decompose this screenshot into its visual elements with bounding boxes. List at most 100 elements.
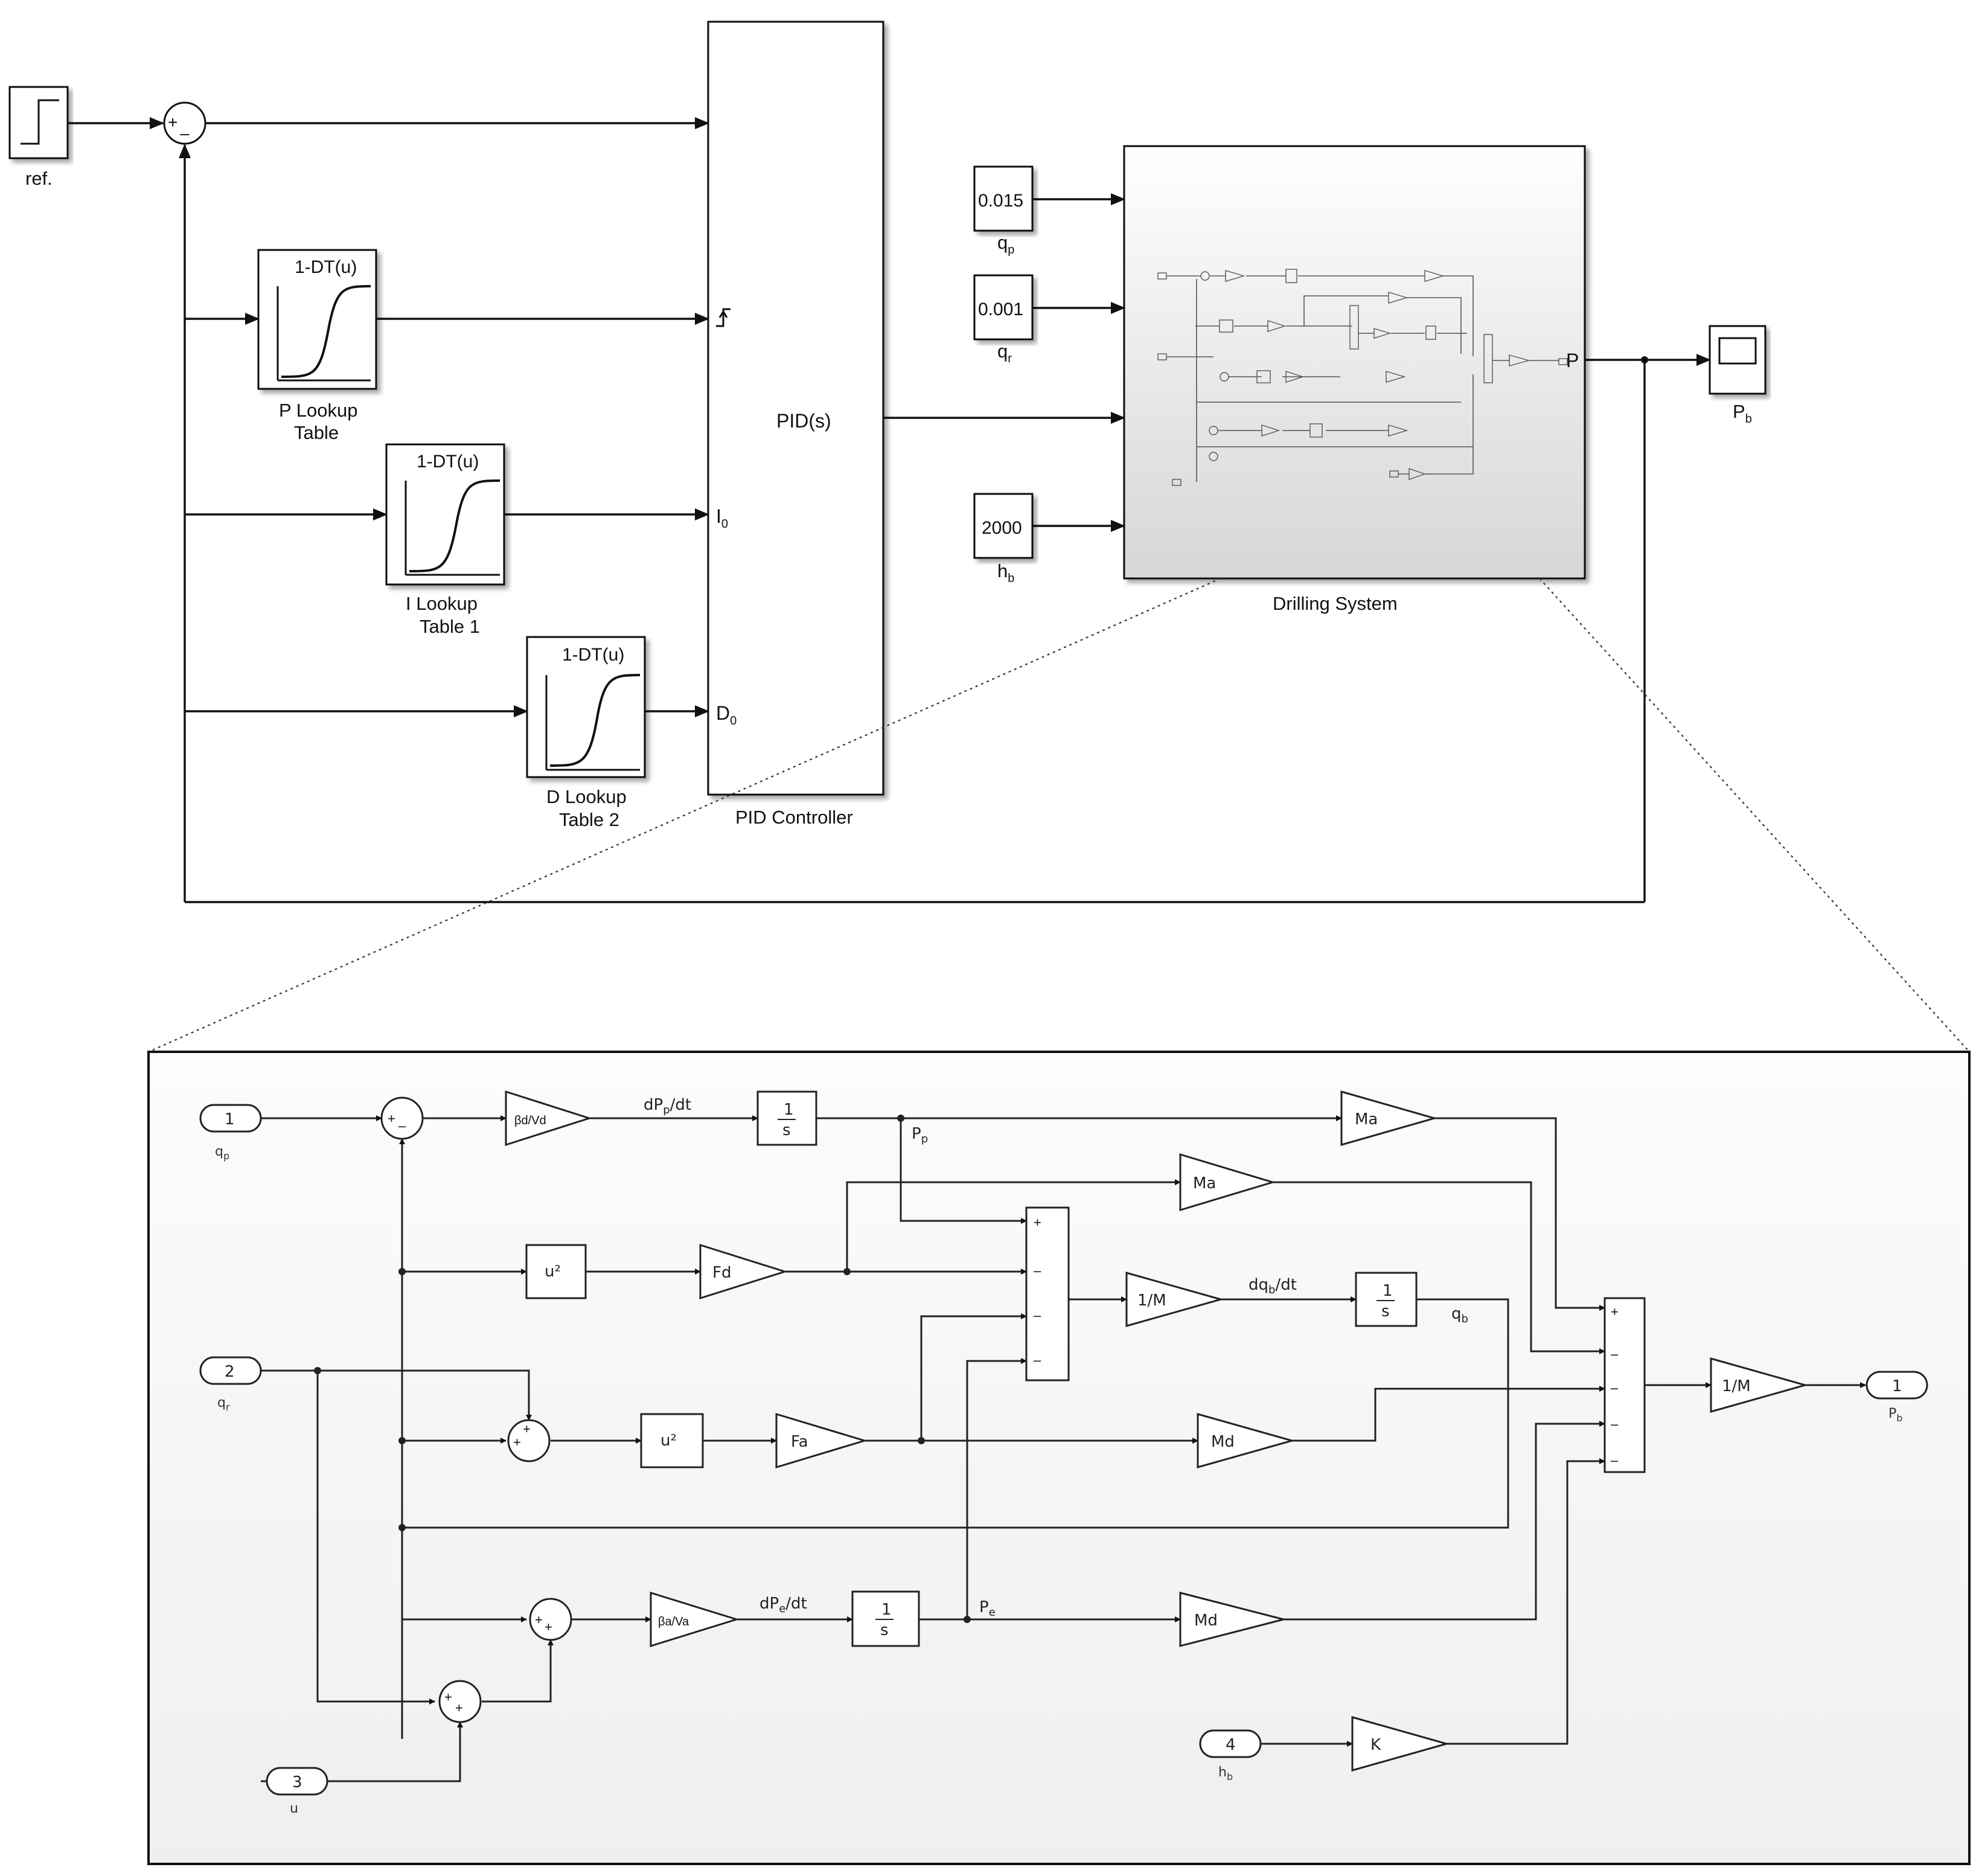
d-lookup-label-1: D Lookup xyxy=(546,786,627,807)
const-qp-block[interactable]: 0.015 xyxy=(973,165,1034,232)
drilling-subsystem-detail: 1 qp 2 qr 3 u 4 hb 1 Pb +– ++ xyxy=(147,1051,1971,1865)
ref-step-block[interactable] xyxy=(8,86,69,159)
gain-1m-b[interactable]: 1/M xyxy=(1710,1357,1809,1413)
const-qr-block[interactable]: 0.001 xyxy=(973,274,1034,341)
gain-1m-a[interactable]: 1/M xyxy=(1125,1272,1224,1327)
svg-text:2: 2 xyxy=(225,1363,235,1381)
svg-text:–: – xyxy=(1611,1453,1619,1468)
svg-text:–: – xyxy=(398,1118,406,1133)
scope-label: Pb xyxy=(1733,401,1752,426)
gain-fd[interactable]: Fd xyxy=(699,1243,788,1300)
p-lookup-table[interactable]: 1-DT(u) xyxy=(257,249,377,390)
inport-2-label: qr xyxy=(217,1395,230,1413)
svg-text:s: s xyxy=(880,1621,889,1639)
svg-text:–: – xyxy=(180,124,190,142)
svg-text:–: – xyxy=(1034,1263,1041,1278)
qr-label: qr xyxy=(997,341,1012,365)
sum-pe[interactable]: ++ xyxy=(529,1598,572,1641)
gain-md-2[interactable]: Md xyxy=(1179,1592,1284,1647)
square-block-1[interactable]: u² xyxy=(525,1244,587,1299)
zoom-indicator-lines xyxy=(148,577,1970,1053)
outport-1-label: Pb xyxy=(1888,1406,1902,1424)
integrator-qb[interactable]: 1 s xyxy=(1355,1272,1418,1327)
sum-output-vertical[interactable]: + – – – – xyxy=(1604,1297,1646,1473)
svg-text:1: 1 xyxy=(225,1110,235,1128)
pid-controller-label: PID Controller xyxy=(735,807,853,828)
svg-text:1: 1 xyxy=(1892,1377,1902,1395)
integrator-pe[interactable]: 1 s xyxy=(851,1590,920,1647)
svg-text:1/M: 1/M xyxy=(1722,1377,1751,1395)
signal-dqb-dt: dqb/dt xyxy=(1249,1276,1297,1296)
pid-reset-port-icon xyxy=(716,308,731,327)
i-lookup-label-1: I Lookup xyxy=(406,593,478,614)
svg-text:s: s xyxy=(782,1121,791,1139)
svg-text:1: 1 xyxy=(881,1601,892,1619)
p-lookup-label-2: Table xyxy=(294,422,339,443)
gain-fa[interactable]: Fa xyxy=(775,1412,868,1469)
svg-text:3: 3 xyxy=(292,1773,302,1791)
d-lookup-label-2: Table 2 xyxy=(559,809,619,830)
svg-text:+: + xyxy=(1611,1304,1619,1319)
drilling-out-port: P xyxy=(1566,350,1579,371)
svg-text:+: + xyxy=(168,113,177,132)
hb-label: hb xyxy=(997,560,1014,585)
gain-md-1[interactable]: Md xyxy=(1197,1413,1296,1468)
inport-4-label: hb xyxy=(1218,1765,1233,1782)
sub-junction-dots xyxy=(314,1115,971,1623)
gain-beta-a-va[interactable]: βa/Va xyxy=(650,1591,740,1648)
svg-text:–: – xyxy=(1611,1417,1619,1432)
pid-port-i0: I0 xyxy=(716,505,728,531)
const-hb-value: 2000 xyxy=(982,518,1022,538)
signal-qb: qb xyxy=(1451,1305,1468,1325)
gain-ma-2[interactable]: Ma xyxy=(1179,1153,1276,1212)
d-lookup-expr: 1-DT(u) xyxy=(562,645,624,665)
top-signal-lines xyxy=(68,117,1711,903)
svg-text:Ma: Ma xyxy=(1355,1110,1378,1128)
pid-controller-block[interactable]: PID(s) I0 D0 xyxy=(707,21,884,796)
i-lookup-table[interactable]: 1-DT(u) xyxy=(385,443,505,586)
svg-text:u²: u² xyxy=(545,1263,561,1281)
top-model: ref. + – xyxy=(8,21,1767,903)
i-lookup-label-2: Table 1 xyxy=(420,616,480,637)
drilling-thumbnail xyxy=(1157,269,1568,486)
p-lookup-expr: 1-DT(u) xyxy=(295,257,357,277)
square-block-2[interactable]: u² xyxy=(640,1413,704,1468)
gain-beta-d-vd[interactable]: βd/Vd xyxy=(505,1090,592,1147)
integrator-pp[interactable]: 1 s xyxy=(756,1090,817,1146)
const-qp-value: 0.015 xyxy=(978,191,1023,211)
inport-3-label: u xyxy=(290,1801,298,1816)
svg-text:Fa: Fa xyxy=(791,1433,808,1451)
sum-block-error[interactable]: + – xyxy=(163,101,206,145)
sub-signal-lines xyxy=(261,1115,1866,1782)
gain-ma-1[interactable]: Ma xyxy=(1340,1090,1438,1146)
svg-text:1: 1 xyxy=(784,1101,794,1119)
sum-qr-u[interactable]: ++ xyxy=(438,1680,482,1723)
drilling-system-block[interactable]: P xyxy=(1123,145,1586,580)
svg-text:+: + xyxy=(535,1612,543,1627)
svg-text:Ma: Ma xyxy=(1193,1174,1216,1193)
svg-text:–: – xyxy=(1611,1346,1619,1362)
svg-text:Md: Md xyxy=(1211,1433,1235,1451)
sum-qp[interactable]: +– xyxy=(380,1096,424,1140)
scope-block[interactable] xyxy=(1709,325,1767,395)
inport-4[interactable]: 4 xyxy=(1199,1729,1262,1758)
outport-1[interactable]: 1 xyxy=(1866,1371,1928,1400)
inport-3[interactable]: 3 xyxy=(266,1767,328,1796)
svg-text:s: s xyxy=(1381,1302,1390,1321)
sum-main-vertical[interactable]: + – – – xyxy=(1025,1206,1070,1381)
svg-text:βd/Vd: βd/Vd xyxy=(514,1114,546,1127)
inport-1[interactable]: 1 xyxy=(199,1104,262,1133)
pid-text: PID(s) xyxy=(776,410,831,432)
sum-qr-fa[interactable]: ++ xyxy=(507,1419,551,1462)
svg-text:–: – xyxy=(1611,1380,1619,1395)
inport-2[interactable]: 2 xyxy=(199,1356,262,1385)
drilling-system-label: Drilling System xyxy=(1273,593,1398,614)
const-hb-block[interactable]: 2000 xyxy=(973,493,1034,559)
svg-text:+: + xyxy=(444,1689,452,1705)
svg-text:–: – xyxy=(1034,1353,1041,1368)
svg-text:1/M: 1/M xyxy=(1137,1292,1166,1310)
ref-label: ref. xyxy=(25,168,53,189)
d-lookup-table[interactable]: 1-DT(u) xyxy=(526,636,646,778)
gain-k[interactable]: K xyxy=(1351,1716,1450,1772)
